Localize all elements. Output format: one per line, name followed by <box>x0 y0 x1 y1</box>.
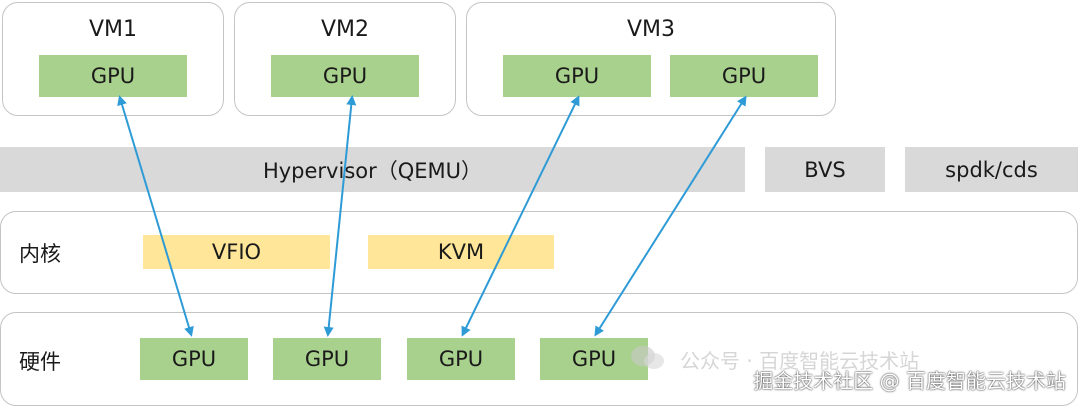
hypervisor-bar: Hypervisor（QEMU） <box>0 147 745 192</box>
vm3-gpu-2: GPU <box>670 55 818 97</box>
hardware-label: 硬件 <box>19 350 61 374</box>
vm1-title: VM1 <box>88 17 138 42</box>
kernel-layer: 内核 VFIO KVM <box>0 211 1078 294</box>
kvm-module: KVM <box>368 235 554 269</box>
wechat-icon <box>631 346 664 369</box>
watermark-faint-text: 公众号 · 百度智能云技术站 <box>680 349 920 373</box>
hardware-gpu-4: GPU <box>540 338 648 380</box>
vfio-module: VFIO <box>143 235 330 269</box>
bvs-bar: BVS <box>765 147 885 192</box>
spdk-cds-bar: spdk/cds <box>905 147 1078 192</box>
vm3-gpu-1: GPU <box>503 55 651 97</box>
hardware-gpu-2: GPU <box>273 338 381 380</box>
kernel-label: 内核 <box>19 242 61 266</box>
vm1-gpu: GPU <box>39 55 187 97</box>
hardware-gpu-3: GPU <box>407 338 515 380</box>
vm2-title: VM2 <box>320 17 370 42</box>
vm1-box: VM1 GPU <box>2 2 224 116</box>
watermark-text: 掘金技术社区 @ 百度智能云技术站 <box>753 369 1066 393</box>
vm3-box: VM3 GPU GPU <box>466 2 836 116</box>
vm3-title: VM3 <box>626 17 676 42</box>
vm2-box: VM2 GPU <box>234 2 456 116</box>
vm2-gpu: GPU <box>271 55 419 97</box>
hardware-gpu-1: GPU <box>140 338 248 380</box>
